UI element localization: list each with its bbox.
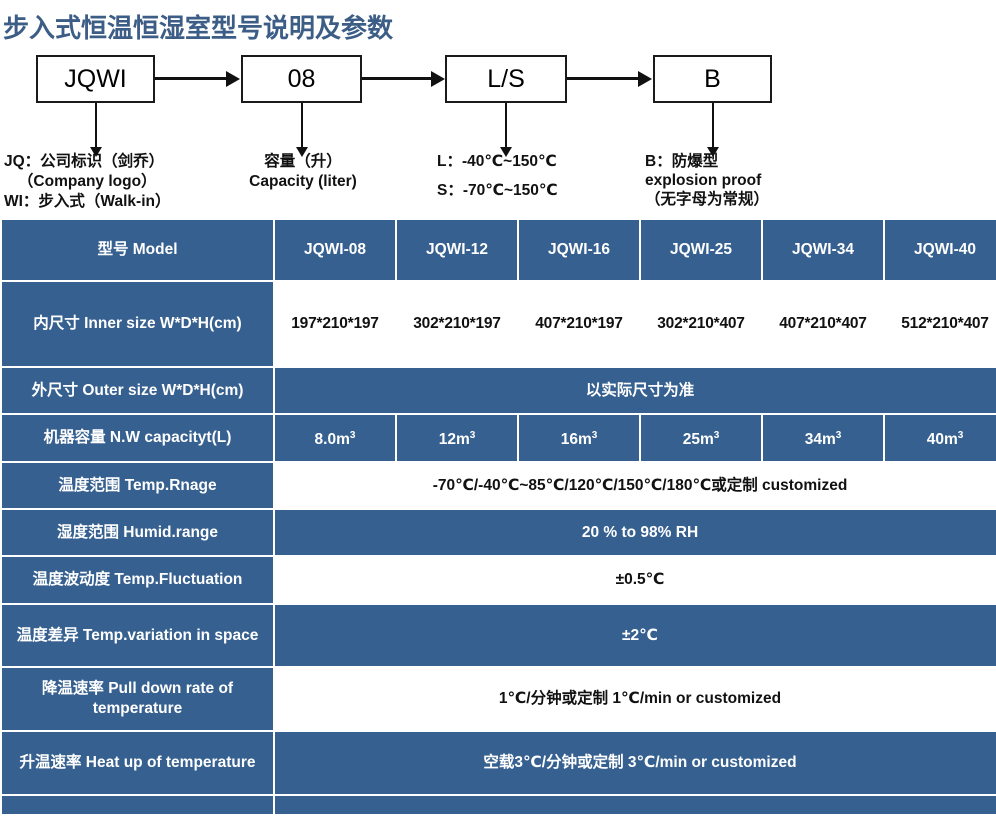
caption-line: L：-40℃~150℃ — [437, 153, 557, 170]
table-cell: 407*210*197 — [519, 282, 639, 366]
table-cell-merged: ±0.5℃ — [275, 557, 996, 603]
table-row-label — [2, 796, 273, 814]
table-header-model-1: JQWI-08 — [275, 220, 395, 280]
table-cell: 8.0m3 — [275, 415, 395, 461]
table-row-label: 内尺寸 Inner size W*D*H(cm) — [2, 282, 273, 366]
arrow-right-icon — [155, 71, 240, 87]
table-row-label: 机器容量 N.W capacityt(L) — [2, 415, 273, 461]
diagram-box-jqwi: JQWI — [36, 55, 155, 103]
model-code-diagram: JQWI 08 L/S B JQ：公司标识（剑乔） （Company logo）… — [0, 48, 996, 218]
diagram-box-capacity: 08 — [241, 55, 362, 103]
caption-line: B：防爆型 — [645, 153, 719, 170]
diagram-box-explosion: B — [653, 55, 772, 103]
arrow-right-icon — [362, 71, 445, 87]
table-row — [2, 796, 996, 814]
table-cell-merged: 空载3℃/分钟或定制 3℃/min or customized — [275, 732, 996, 794]
table-cell-merged: 1℃/分钟或定制 1℃/min or customized — [275, 668, 996, 730]
arrow-down-icon — [707, 103, 719, 157]
table-cell: 407*210*407 — [763, 282, 883, 366]
table-header-model-3: JQWI-16 — [519, 220, 639, 280]
table-cell: 302*210*407 — [641, 282, 761, 366]
diagram-caption-temprange: L：-40℃~150℃ S：-70℃~150℃ — [437, 152, 558, 210]
table-cell: 40m3 — [885, 415, 996, 461]
table-cell-merged: 以实际尺寸为准 — [275, 368, 996, 413]
caption-line: S：-70℃~150℃ — [437, 182, 558, 199]
table-row-label: 湿度范围 Humid.range — [2, 510, 273, 555]
table-cell-merged: -70℃/-40℃~85℃/120℃/150℃/180℃或定制 customiz… — [275, 463, 996, 508]
caption-line: （无字母为常规） — [645, 191, 770, 208]
table-row-label: 温度差异 Temp.variation in space — [2, 605, 273, 666]
diagram-box-temprange: L/S — [445, 55, 567, 103]
table-row: 温度范围 Temp.Rnage-70℃/-40℃~85℃/120℃/150℃/1… — [2, 463, 996, 508]
caption-line: explosion proof — [645, 172, 762, 189]
caption-line: （Company logo） — [17, 173, 157, 190]
table-header-label: 型号 Model — [2, 220, 273, 280]
table-cell: 25m3 — [641, 415, 761, 461]
table-row-label: 温度波动度 Temp.Fluctuation — [2, 557, 273, 603]
arrow-down-icon — [500, 103, 512, 157]
table-row: 温度差异 Temp.variation in space±2℃ — [2, 605, 996, 666]
table-row-label: 温度范围 Temp.Rnage — [2, 463, 273, 508]
table-cell-merged: 20 % to 98% RH — [275, 510, 996, 555]
table-row-label: 升温速率 Heat up of temperature — [2, 732, 273, 794]
caption-line: WI：步入式（Walk-in） — [4, 193, 171, 210]
table-row: 外尺寸 Outer size W*D*H(cm)以实际尺寸为准 — [2, 368, 996, 413]
caption-line: Capacity (liter) — [249, 173, 357, 190]
caption-line: 容量（升） — [264, 153, 342, 170]
table-cell: 197*210*197 — [275, 282, 395, 366]
table-cell: 12m3 — [397, 415, 517, 461]
table-header-model-6: JQWI-40 — [885, 220, 996, 280]
arrow-down-icon — [90, 103, 102, 157]
table-cell: 16m3 — [519, 415, 639, 461]
table-cell-merged: ±2℃ — [275, 605, 996, 666]
table-cell-merged — [275, 796, 996, 814]
arrow-down-icon — [296, 103, 308, 157]
page-title: 步入式恒温恒湿室型号说明及参数 — [3, 13, 394, 43]
table-header-model-2: JQWI-12 — [397, 220, 517, 280]
table-cell: 512*210*407 — [885, 282, 996, 366]
table-row-label: 外尺寸 Outer size W*D*H(cm) — [2, 368, 273, 413]
diagram-caption-capacity: 容量（升） Capacity (liter) — [228, 152, 378, 192]
arrow-right-icon — [567, 71, 652, 87]
table-header-model-5: JQWI-34 — [763, 220, 883, 280]
diagram-caption-jqwi: JQ：公司标识（剑乔） （Company logo） WI：步入式（Walk-i… — [4, 152, 170, 212]
diagram-caption-explosion: B：防爆型 explosion proof （无字母为常规） — [645, 152, 769, 209]
table-cell: 34m3 — [763, 415, 883, 461]
table-cell: 302*210*197 — [397, 282, 517, 366]
table-header-model-4: JQWI-25 — [641, 220, 761, 280]
caption-line: JQ：公司标识（剑乔） — [4, 153, 165, 170]
table-row-label: 降温速率 Pull down rate of temperature — [2, 668, 273, 730]
table-row: 温度波动度 Temp.Fluctuation±0.5℃ — [2, 557, 996, 603]
